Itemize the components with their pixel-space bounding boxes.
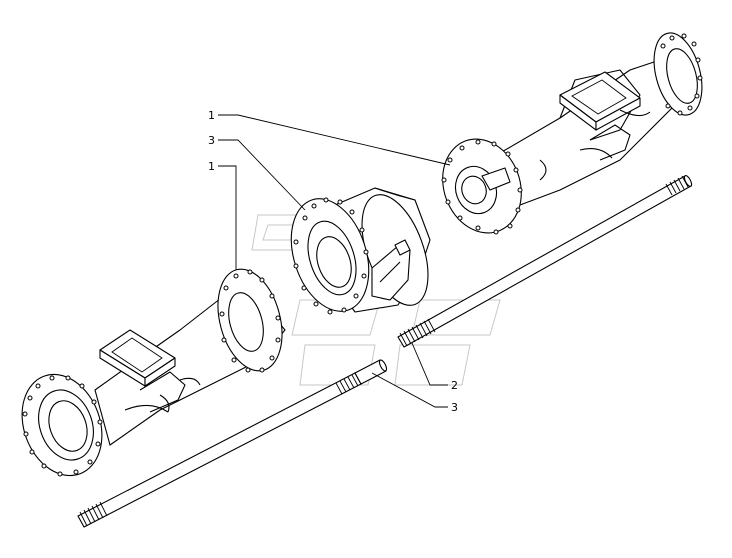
callout-3-upper: 3 bbox=[208, 134, 215, 147]
callout-2: 2 bbox=[451, 379, 458, 392]
right-axle-housing bbox=[441, 32, 703, 235]
callout-3-lower: 3 bbox=[451, 401, 458, 414]
differential-carrier bbox=[290, 187, 431, 315]
left-axle-housing bbox=[21, 268, 286, 477]
callout-1-lower: 1 bbox=[208, 160, 215, 173]
leader-lines bbox=[218, 114, 451, 408]
callout-1-upper: 1 bbox=[208, 109, 215, 122]
tie-rod-upper bbox=[397, 175, 693, 348]
tie-rod-lower bbox=[77, 359, 388, 528]
